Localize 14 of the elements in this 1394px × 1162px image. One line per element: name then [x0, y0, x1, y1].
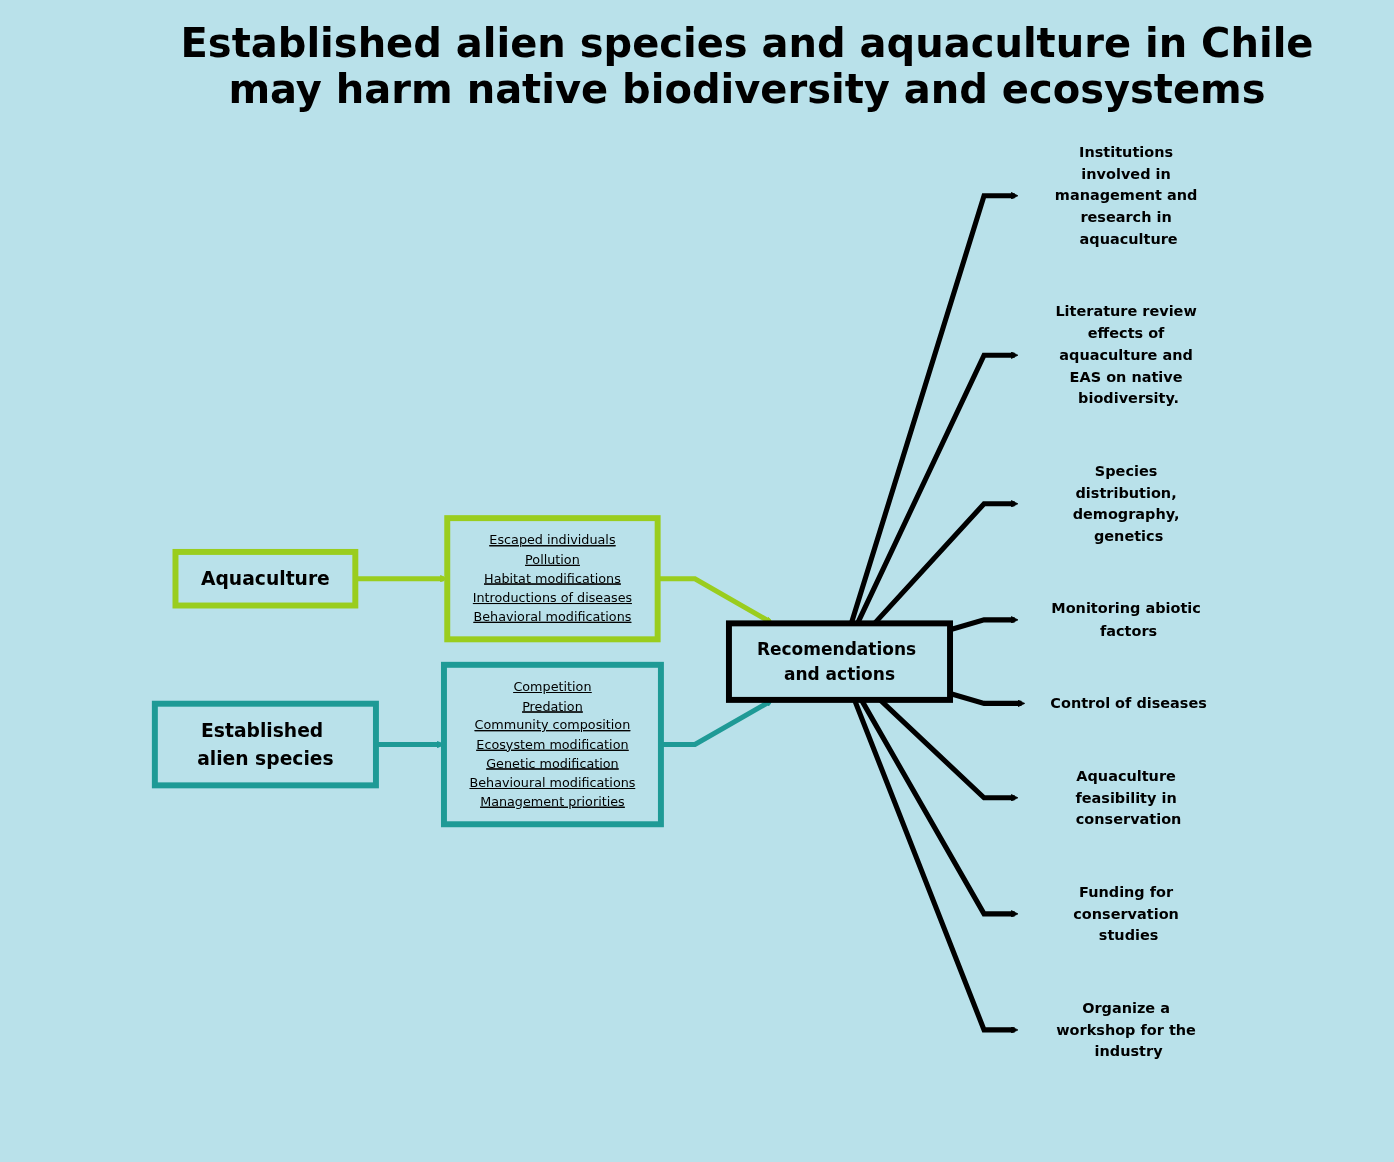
node-text: Organize a workshop for the industry [1056, 999, 1196, 1060]
node-text: Species distribution, demography, genetics [1072, 462, 1180, 545]
node-text: Aquaculture feasibility in conservation [1075, 766, 1182, 828]
node-box: Established alien species [151, 700, 379, 789]
node-text: Funding for conservation studies [1073, 883, 1179, 944]
node-box: Escaped individuals Pollution Habitat modifications Introductions of diseases Behavioral modifications [444, 515, 661, 643]
node-box: Aquaculture [172, 548, 359, 609]
node-text: Literature review effects of aquaculture and EAS on native biodiversity. [1055, 302, 1197, 407]
node-text: Institutions involved in management and research in aquaculture [1054, 143, 1198, 247]
node-box: Recomendations and actions [725, 620, 953, 703]
diagram-title: Established alien species and aquaculture in Chile may harm native biodiversity and ecosystems [179, 20, 1315, 112]
node-text: Control of diseases [1050, 694, 1207, 712]
node-box: Competition Predation Community composition Ecosystem modification Genetic modification Behavioural modifications Management priorities [441, 661, 664, 828]
node-text: Monitoring abiotic factors [1051, 599, 1201, 639]
